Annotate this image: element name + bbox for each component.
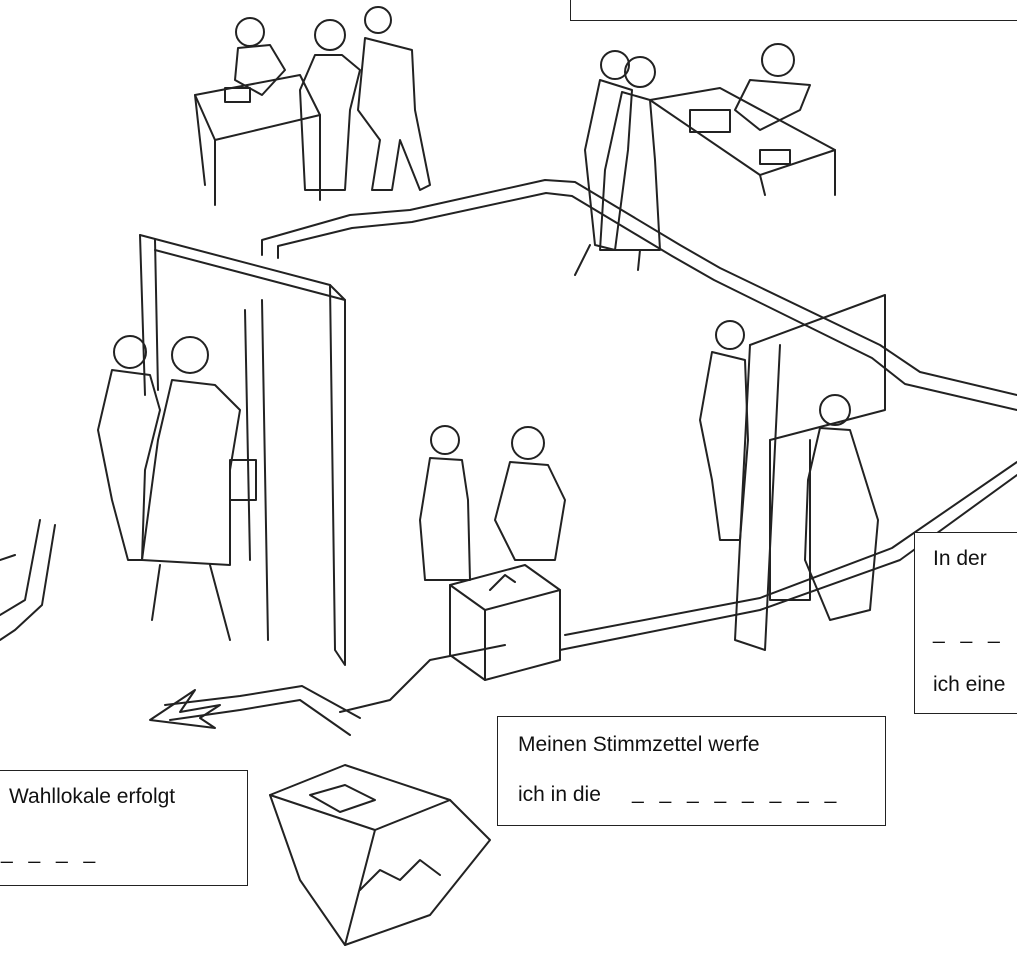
answer-box-voting-booth: In der _ _ _ ich eine [914, 532, 1017, 714]
fill-in-blank: _ _ _ [933, 621, 1005, 644]
voters-group-top-left [234, 6, 431, 191]
ballot-box-middle [449, 564, 561, 681]
answer-box-top-right [570, 0, 1017, 21]
fill-in-blank: _ _ _ _ _ _ _ _ [632, 781, 842, 804]
fill-in-blank: _ _ _ _ [1, 841, 101, 864]
official-desk [649, 43, 836, 196]
voters-pair-top-right [574, 50, 661, 276]
open-ballot-box [269, 764, 491, 946]
prompt-line-1: Meinen Stimmzettel werfe [518, 733, 760, 756]
entrance-gate [139, 234, 346, 666]
voters-pair-ballot-box [419, 425, 566, 581]
voting-booth [699, 294, 886, 651]
prompt-line-2: ich in die [518, 783, 601, 806]
voters-couple-entrance [97, 335, 257, 641]
answer-box-ballot-box: Meinen Stimmzettel werfe ich in die _ _ … [497, 716, 886, 826]
answer-box-exit: Wahllokale erfolgt _ _ _ _ [0, 770, 248, 886]
registration-desk [194, 74, 321, 206]
exit-arrow-icon [149, 689, 221, 729]
floor-path [0, 179, 1017, 736]
prompt-line-1: Wahllokale erfolgt [9, 785, 176, 808]
prompt-line-1: In der [933, 547, 987, 570]
prompt-line-3: ich eine [933, 673, 1006, 696]
